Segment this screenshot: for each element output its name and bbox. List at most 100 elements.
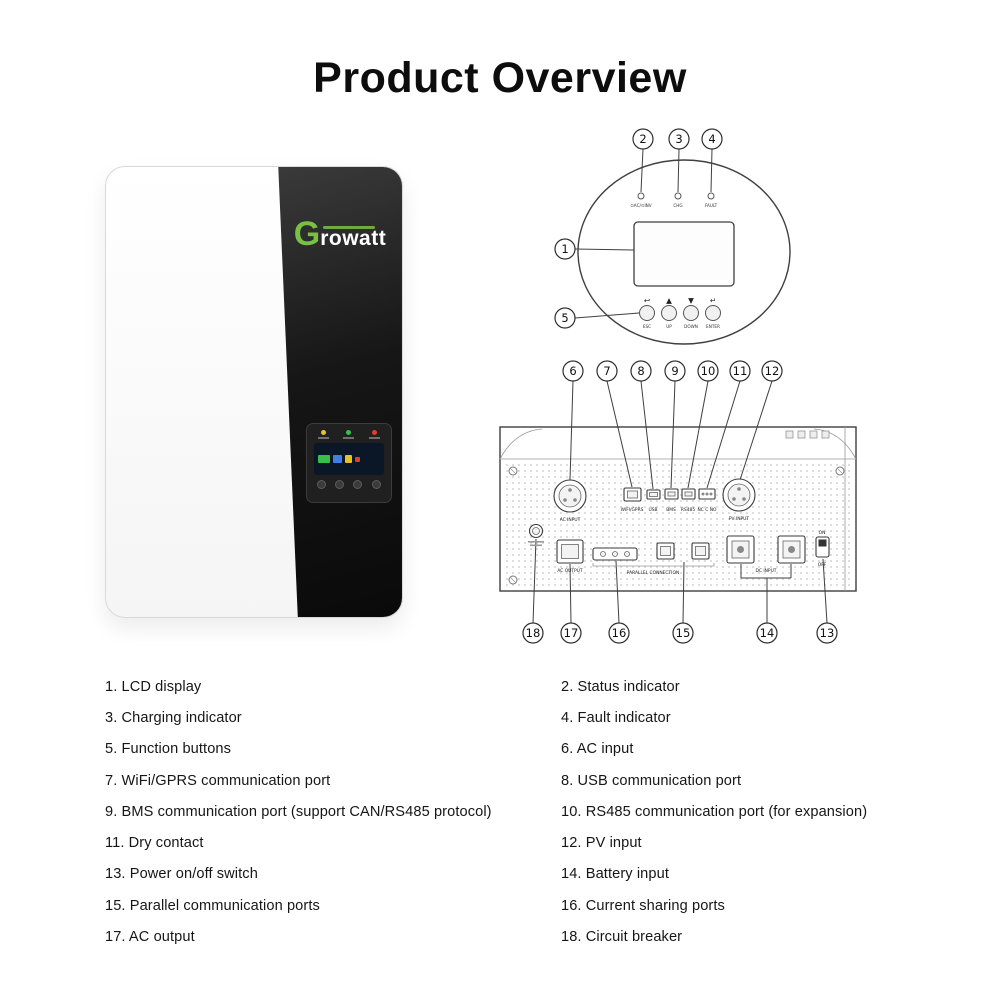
down-label: DOWN [684, 324, 698, 329]
svg-text:11: 11 [733, 364, 748, 378]
bms-port: BMS [664, 488, 679, 513]
front-panel-leader-lines [574, 148, 713, 319]
legend-item: 6. AC input [561, 741, 634, 758]
lcd-display [633, 221, 735, 287]
esc-label: ESC [643, 324, 651, 329]
lcd-screen [313, 443, 384, 475]
rs485-port: RS485 [681, 488, 696, 513]
bottom-panel-leader-lines-bottom [532, 538, 828, 624]
callout-2: 2 [632, 128, 654, 150]
dc-input-label: DC INPUT [756, 568, 777, 574]
svg-text:10: 10 [701, 364, 716, 378]
up-label: UP [666, 324, 672, 329]
svg-text:15: 15 [676, 626, 691, 640]
svg-text:1: 1 [561, 242, 568, 256]
function-button-row [314, 480, 384, 489]
logo-letter-g: G [293, 215, 321, 253]
device-display [305, 423, 392, 503]
svg-text:7: 7 [603, 364, 610, 378]
legend-item: 5. Function buttons [105, 741, 232, 758]
vent-slots [785, 430, 830, 439]
callout-12: 12 [761, 360, 783, 382]
callout-5: 5 [554, 307, 576, 329]
enter-label: ENTER [706, 324, 720, 329]
ac-input-port: AC INPUT [553, 479, 587, 523]
svg-text:14: 14 [760, 626, 775, 640]
dry-contact-label: NC C NO [698, 507, 717, 513]
legend-item: 7. WiFi/GPRS communication port [105, 772, 331, 789]
legend-item: 16. Current sharing ports [561, 897, 725, 914]
enter-icon: ↵ [710, 296, 716, 305]
parallel-connection-label: PARALLEL CONNECTION [627, 570, 679, 576]
callout-11: 11 [729, 360, 751, 382]
svg-text:13: 13 [820, 626, 835, 640]
lcd-segment [354, 456, 360, 462]
callout-14: 14 [756, 622, 778, 644]
svg-text:18: 18 [526, 626, 541, 640]
status-indicators: ⊙AC/⊙INV CHG FAULT [630, 192, 718, 208]
wifi-gprs-label: WIFI/GPRS [621, 507, 644, 513]
switch-off-label: OFF [818, 562, 827, 568]
svg-text:8: 8 [637, 364, 644, 378]
svg-text:12: 12 [765, 364, 780, 378]
legend-item: 12. PV input [561, 835, 642, 852]
function-buttons: ↩ ▲ ▼ ↵ ESC UP DOWN ENTER [639, 296, 721, 329]
bottom-panel-diagram: AC INPUT WIFI/GPRS USB BMS [499, 360, 857, 644]
esc-button [316, 480, 326, 489]
current-sharing-port [592, 547, 638, 561]
charging-led [343, 430, 355, 439]
down-icon: ▼ [688, 296, 694, 305]
up-icon: ▲ [666, 296, 672, 305]
callout-13: 13 [816, 622, 838, 644]
callout-17: 17 [560, 622, 582, 644]
callout-18: 18 [522, 622, 544, 644]
callout-16: 16 [608, 622, 630, 644]
legend-item: 13. Power on/off switch [105, 866, 258, 883]
legend-item: 4. Fault indicator [561, 709, 671, 726]
legend-item: 14. Battery input [561, 866, 669, 883]
status-led [317, 430, 329, 439]
up-button [335, 480, 345, 489]
usb-port: USB [646, 489, 661, 513]
callout-4: 4 [701, 128, 723, 150]
esc-icon: ↩ [644, 296, 650, 305]
ac-input-label: AC INPUT [560, 517, 581, 523]
logo-tagline-decor [322, 226, 375, 229]
legend-item: 17. AC output [105, 929, 195, 946]
display-indicator-row [314, 430, 384, 439]
enter-button [371, 480, 381, 489]
ac-output-port: AC OUTPUT [556, 539, 584, 574]
fault-indicator-label: FAULT [705, 203, 718, 208]
legend-item: 15. Parallel communication ports [105, 897, 320, 914]
lcd-segment [332, 455, 342, 463]
fault-led [368, 430, 380, 439]
legend-item: 9. BMS communication port (support CAN/R… [105, 803, 492, 820]
callout-3: 3 [668, 128, 690, 150]
pv-input-port: PV INPUT [722, 478, 756, 522]
legend-item: 11. Dry contact [105, 835, 204, 852]
dry-contact-port: NC C NO [698, 488, 717, 513]
power-switch: ON OFF [815, 530, 830, 568]
callout-9: 9 [664, 360, 686, 382]
lcd-segment [344, 455, 352, 463]
perforated-area [502, 461, 854, 589]
svg-text:9: 9 [671, 364, 678, 378]
legend-item: 1. LCD display [105, 678, 202, 695]
bms-label: BMS [666, 507, 676, 513]
legend-item: 10. RS485 communication port (for expans… [561, 803, 868, 820]
chg-indicator-label: CHG [673, 203, 682, 208]
lcd-segment [317, 455, 330, 463]
svg-text:17: 17 [564, 626, 579, 640]
callout-15: 15 [672, 622, 694, 644]
wifi-gprs-port: WIFI/GPRS [621, 487, 644, 513]
screws [508, 466, 845, 585]
down-button [353, 480, 363, 489]
dc-input-terminals: DC INPUT [726, 535, 806, 574]
usb-label: USB [648, 507, 657, 513]
svg-text:16: 16 [612, 626, 627, 640]
svg-text:3: 3 [675, 132, 682, 146]
ac-output-label: AC OUTPUT [557, 568, 583, 574]
